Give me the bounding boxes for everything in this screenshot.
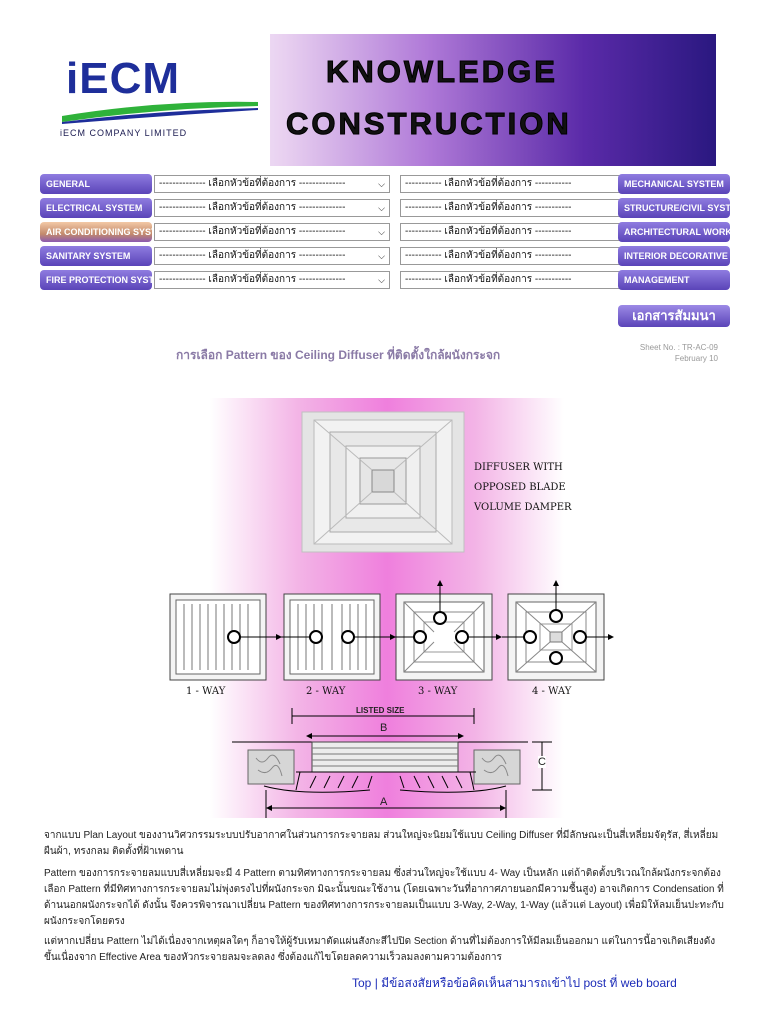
select-value: -------------- เลือกหัวข้อที่ต้องการ ---… bbox=[159, 250, 346, 261]
sheet-info: Sheet No. : TR-AC-09 February 10 bbox=[600, 342, 718, 364]
select-value: ----------- เลือกหัวข้อที่ต้องการ ------… bbox=[405, 274, 572, 285]
topic-select[interactable]: -------------- เลือกหัวข้อที่ต้องการ ---… bbox=[154, 199, 390, 217]
nav-architectural-button[interactable]: ARCHITECTURAL WORKS bbox=[618, 222, 730, 242]
chevron-down-icon: ⌵ bbox=[378, 203, 385, 213]
seminar-documents-button[interactable]: เอกสารสัมมนา bbox=[618, 305, 730, 327]
way-label: 2 - WAY bbox=[306, 686, 346, 697]
dimension-c-label: C bbox=[538, 756, 546, 768]
four-way-diffuser-diagram bbox=[502, 580, 614, 681]
logo-area[interactable]: iECM iECM COMPANY LIMITED bbox=[40, 34, 270, 166]
nav-mechanical-button[interactable]: MECHANICAL SYSTEM bbox=[618, 174, 730, 194]
select-value: -------------- เลือกหัวข้อที่ต้องการ ---… bbox=[159, 202, 346, 213]
figure-caption: DIFFUSER WITH bbox=[474, 462, 563, 473]
top-link[interactable]: Top bbox=[352, 976, 372, 990]
webboard-link[interactable]: มีข้อสงสัยหรือข้อคิดเห็นสามารถเข้าไป pos… bbox=[381, 976, 677, 990]
chevron-down-icon: ⌵ bbox=[378, 179, 385, 189]
page-title: การเลือก Pattern ของ Ceiling Diffuser ที… bbox=[176, 348, 501, 362]
sheet-number: Sheet No. : TR-AC-09 bbox=[639, 343, 718, 352]
nav-row: AIR CONDITIONING SYSTEM -------------- เ… bbox=[40, 222, 730, 242]
page-header: iECM iECM COMPANY LIMITED bbox=[40, 34, 716, 166]
nav-interior-button[interactable]: INTERIOR DECORATIVE WORKS bbox=[618, 246, 730, 266]
select-value: ----------- เลือกหัวข้อที่ต้องการ ------… bbox=[405, 178, 572, 189]
three-way-diffuser-diagram bbox=[390, 580, 502, 681]
figure-caption: OPPOSED BLADE bbox=[474, 482, 566, 493]
section-drawing bbox=[232, 708, 552, 818]
select-value: -------------- เลือกหัวข้อที่ต้องการ ---… bbox=[159, 178, 346, 189]
dimension-b-label: B bbox=[380, 722, 388, 734]
select-value: -------------- เลือกหัวข้อที่ต้องการ ---… bbox=[159, 226, 346, 237]
header-banner bbox=[190, 34, 716, 166]
topic-select[interactable]: -------------- เลือกหัวข้อที่ต้องการ ---… bbox=[154, 175, 390, 193]
topic-select[interactable]: -------------- เลือกหัวข้อที่ต้องการ ---… bbox=[154, 247, 390, 265]
nav-management-button[interactable]: MANAGEMENT bbox=[618, 270, 730, 290]
sheet-date: February 10 bbox=[674, 354, 718, 363]
nav-sanitary-button[interactable]: SANITARY SYSTEM bbox=[40, 246, 152, 266]
topic-select[interactable]: -------------- เลือกหัวข้อที่ต้องการ ---… bbox=[154, 223, 390, 241]
nav-general-button[interactable]: GENERAL bbox=[40, 174, 152, 194]
chevron-down-icon: ⌵ bbox=[378, 227, 385, 237]
nav-air-conditioning-button[interactable]: AIR CONDITIONING SYSTEM bbox=[40, 222, 152, 242]
select-value: ----------- เลือกหัวข้อที่ต้องการ ------… bbox=[405, 202, 572, 213]
select-value: -------------- เลือกหัวข้อที่ต้องการ ---… bbox=[159, 274, 346, 285]
logo-swoosh-icon bbox=[62, 101, 258, 124]
way-label: 4 - WAY bbox=[532, 686, 572, 697]
company-logo: iECM bbox=[66, 54, 180, 103]
nav-structure-button[interactable]: STRUCTURE/CIVIL SYSTEM bbox=[618, 198, 730, 218]
nav-row: FIRE PROTECTION SYSTEM -------------- เล… bbox=[40, 270, 730, 290]
diffuser-photo-image bbox=[301, 411, 465, 553]
nav-fire-protection-button[interactable]: FIRE PROTECTION SYSTEM bbox=[40, 270, 152, 290]
nav-row: SANITARY SYSTEM -------------- เลือกหัวข… bbox=[40, 246, 730, 266]
nav-electrical-button[interactable]: ELECTRICAL SYSTEM bbox=[40, 198, 152, 218]
footer-separator: | bbox=[374, 976, 378, 990]
dimension-a-label: A bbox=[380, 796, 388, 808]
chevron-down-icon: ⌵ bbox=[378, 275, 385, 285]
select-value: ----------- เลือกหัวข้อที่ต้องการ ------… bbox=[405, 250, 572, 261]
company-name: iECM COMPANY LIMITED bbox=[60, 128, 188, 138]
listed-size-label: LISTED SIZE bbox=[356, 706, 405, 715]
one-way-diffuser-diagram bbox=[169, 593, 282, 681]
nav-row: ELECTRICAL SYSTEM -------------- เลือกหั… bbox=[40, 198, 730, 218]
figure-caption: VOLUME DAMPER bbox=[474, 502, 572, 513]
two-way-diffuser-diagram bbox=[278, 593, 396, 681]
body-paragraph: Pattern ของการกระจายลมแบบสี่เหลี่ยมจะมี … bbox=[44, 868, 724, 927]
way-label: 3 - WAY bbox=[418, 686, 458, 697]
select-value: ----------- เลือกหัวข้อที่ต้องการ ------… bbox=[405, 226, 572, 237]
nav-row: GENERAL -------------- เลือกหัวข้อที่ต้อ… bbox=[40, 174, 730, 194]
way-label: 1 - WAY bbox=[186, 686, 226, 697]
body-paragraph: แต่หากเปลี่ยน Pattern ไม่ได้เนื่องจากเหต… bbox=[44, 936, 716, 963]
footer-links: Top | มีข้อสงสัยหรือข้อคิดเห็นสามารถเข้า… bbox=[352, 974, 677, 993]
topic-select[interactable]: -------------- เลือกหัวข้อที่ต้องการ ---… bbox=[154, 271, 390, 289]
chevron-down-icon: ⌵ bbox=[378, 251, 385, 261]
body-paragraph: จากแบบ Plan Layout ของงานวิศวกรรมระบบปรั… bbox=[44, 830, 719, 857]
header-title-line1: KNOWLEDGE bbox=[326, 54, 558, 90]
header-title-line2: CONSTRUCTION bbox=[286, 106, 572, 142]
